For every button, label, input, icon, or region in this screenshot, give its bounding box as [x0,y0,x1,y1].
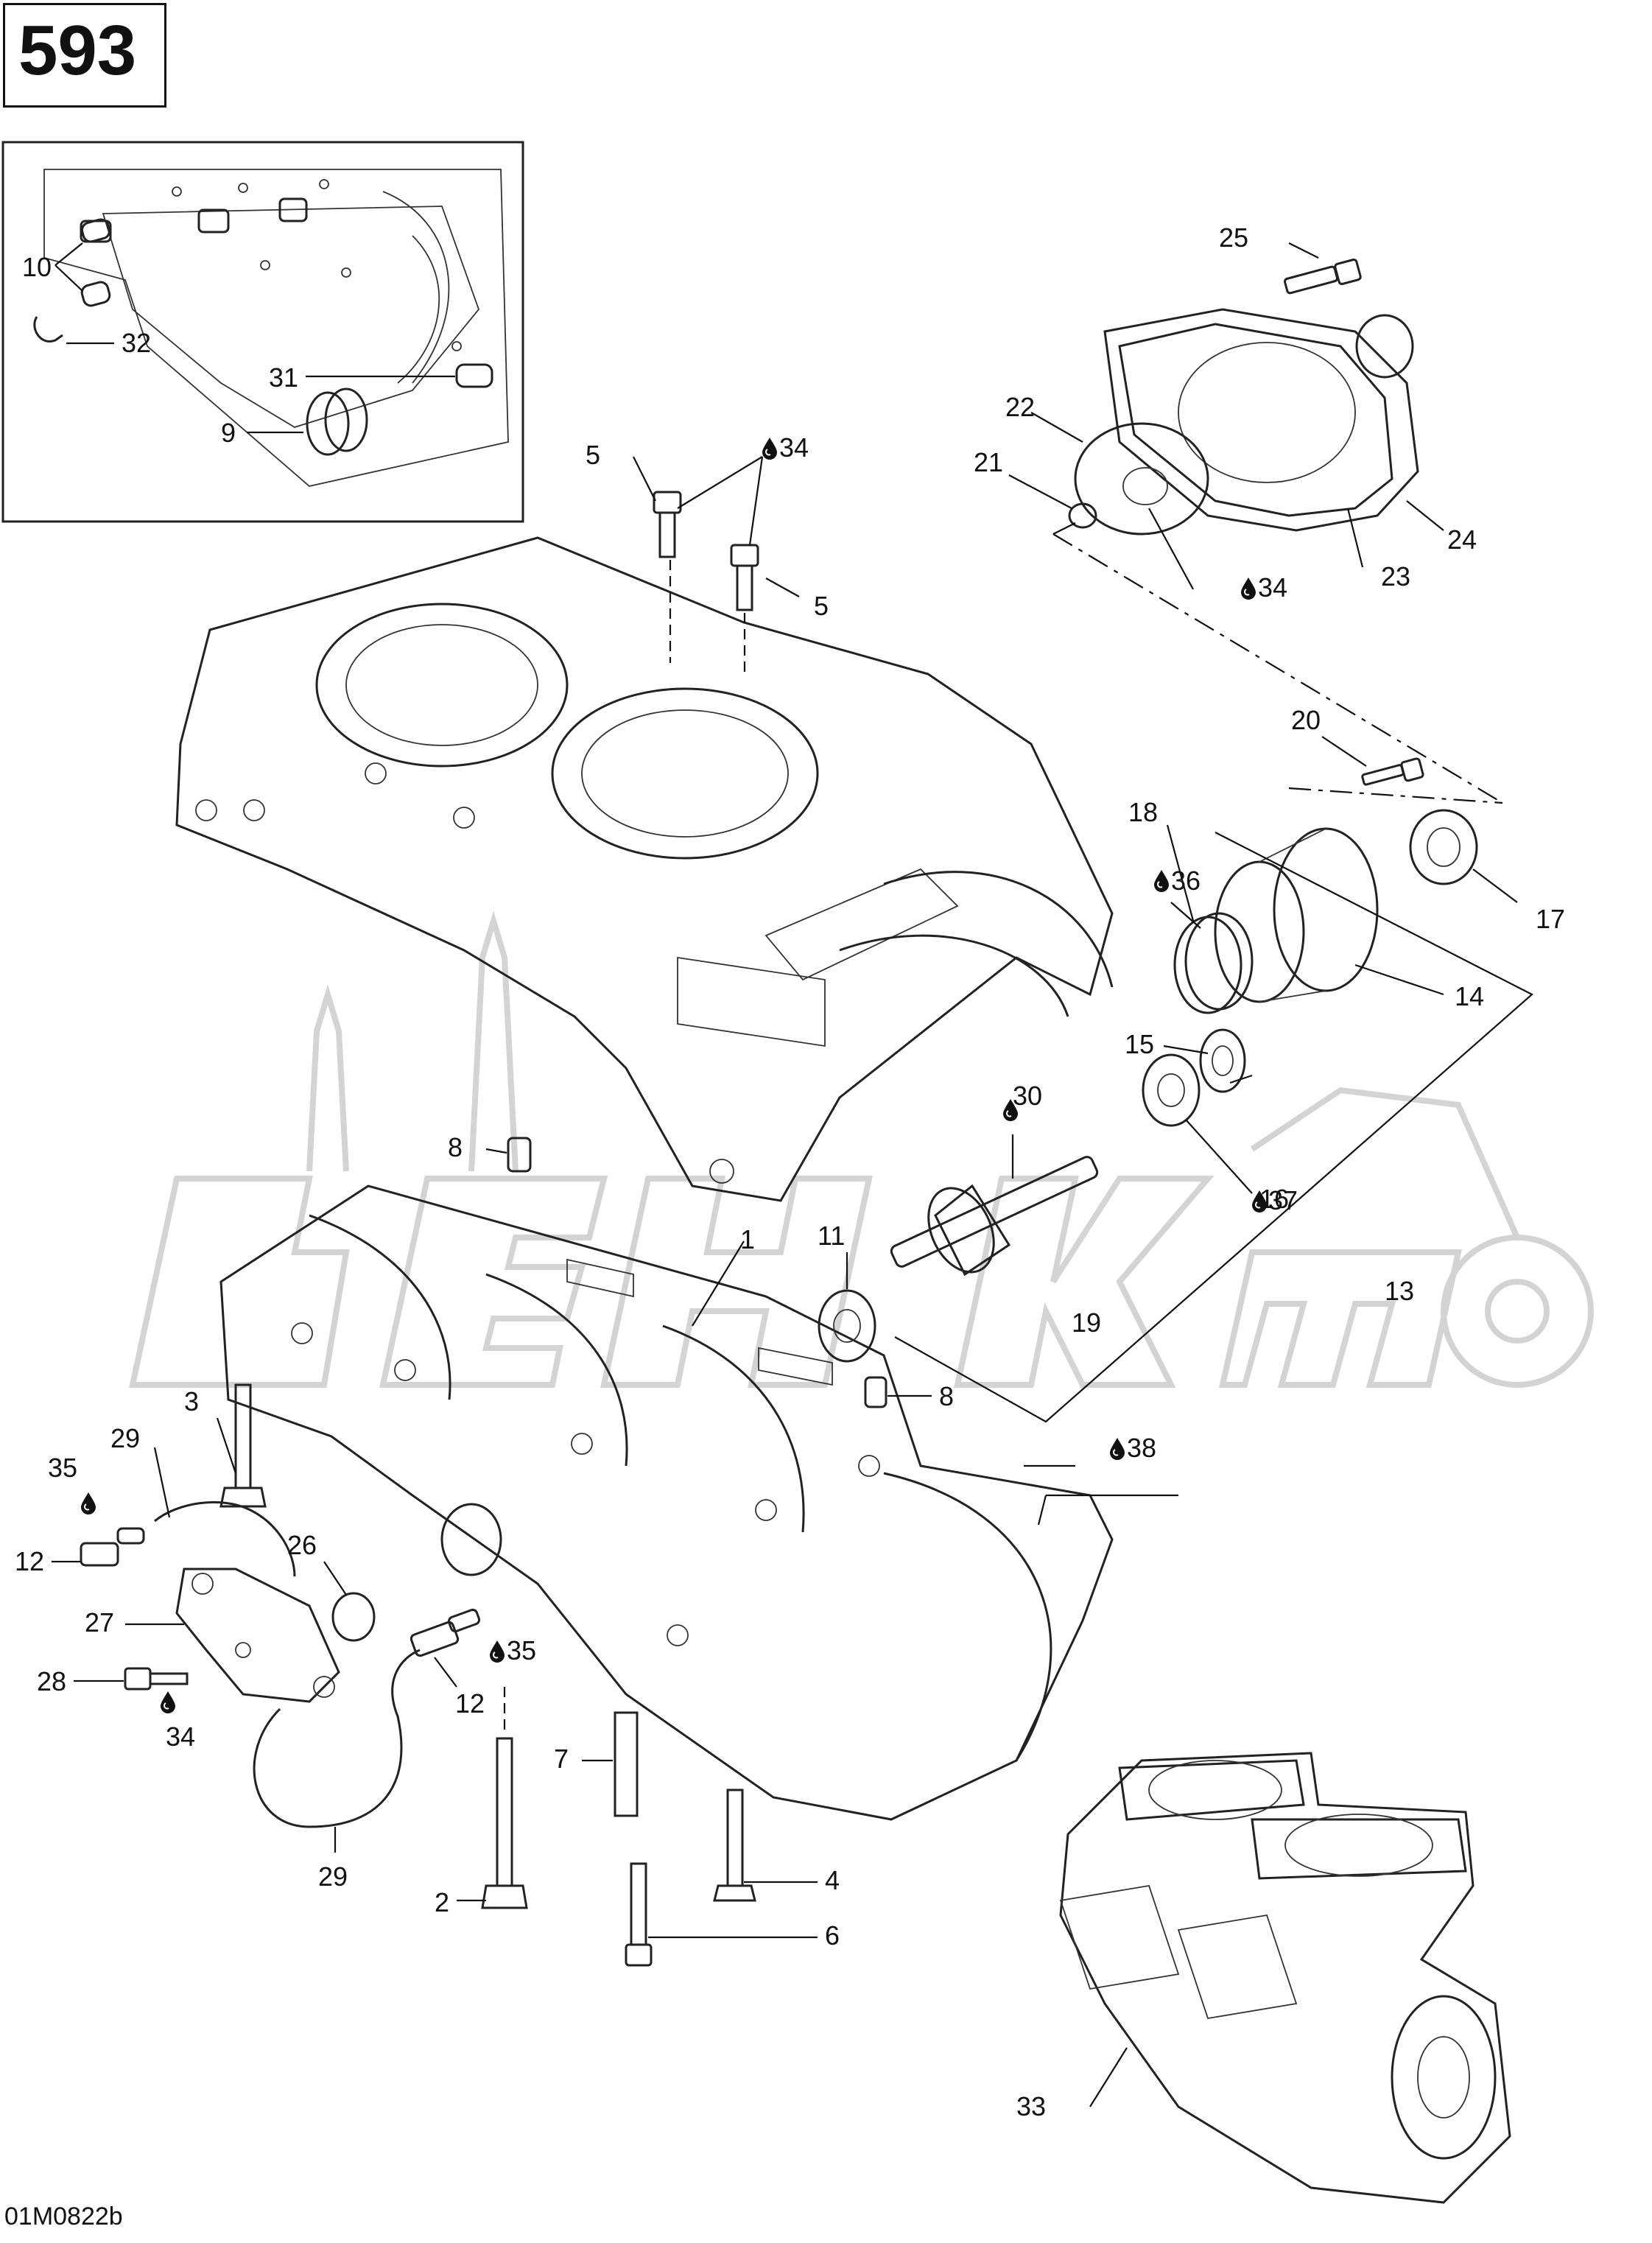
callout-25: 25 [1219,222,1248,253]
callout-23: 23 [1381,561,1410,592]
oil-pump-assembly [175,1568,340,1703]
part-3-bolt [219,1383,267,1508]
part-14-bearing-housing [1214,827,1379,1003]
callout-35b: 35 [507,1635,536,1665]
callout-12: 12 [15,1546,44,1576]
drop-icon [1153,869,1170,893]
part-4-bolt [713,1789,756,1902]
callout-34c: 34 [166,1721,195,1752]
callout-10: 10 [22,252,52,282]
callout-18: 18 [1128,797,1158,827]
callout-34b: 34 [1258,572,1287,603]
callout-12b: 12 [455,1688,485,1719]
callout-8b: 8 [939,1381,954,1411]
upper-reed-window [765,868,959,981]
callout-8: 8 [448,1132,463,1162]
callout-21: 21 [974,447,1003,477]
callout-32: 32 [122,328,151,358]
part-16-bearing [1142,1053,1201,1127]
drop-icon [1109,1437,1125,1461]
water-pump-housing [1103,308,1419,532]
part-5-bolt-b [730,544,759,611]
drop-icon [762,437,778,460]
callout-31: 31 [269,362,298,393]
part-22-impeller [1074,422,1209,536]
callout-35: 35 [48,1453,77,1483]
callout-30: 30 [1013,1081,1042,1111]
part-2-bolt [481,1737,528,1909]
callout-22: 22 [1005,392,1035,422]
callout-26: 26 [287,1530,317,1560]
callout-17: 17 [1536,904,1565,934]
lower-crankcase-port [440,1503,502,1576]
callout-6: 6 [825,1920,840,1951]
part-28-bolt [124,1667,189,1691]
callout-15: 15 [1125,1029,1154,1059]
part-6-bolt [625,1862,653,1967]
part-26-o-ring [331,1592,376,1642]
document-id: 01M0822b [4,2202,123,2230]
callout-labels: 1 2 3 4 5 5 6 7 8 8 9 10 11 12 12 13 14 … [15,222,1565,2121]
callout-36: 36 [1171,866,1201,896]
callout-34: 34 [779,432,809,463]
part-5-bolt-a [653,491,682,558]
drop-icon [80,1492,96,1515]
part-12-fitting-left [80,1527,145,1567]
part-8-dowel-upper [507,1137,532,1173]
part-7-stud [614,1711,639,1817]
part-10-caps [80,218,111,307]
part-29-hose-lower [253,1649,421,1828]
callout-19: 19 [1072,1307,1101,1338]
callout-5b: 5 [814,591,829,621]
callout-11: 11 [818,1221,845,1251]
callout-24: 24 [1447,524,1477,555]
inset-fuel-rail-detail [43,169,509,487]
callout-14: 14 [1455,981,1484,1011]
callout-16: 16 [1259,1184,1289,1214]
part-29-hose-upper [154,1500,296,1577]
drop-icon [489,1640,505,1663]
part-31-cap [455,363,493,388]
part-18-ring [1173,912,1254,1014]
inset-nozzle-b [197,208,230,234]
part-21-washer [1068,502,1097,529]
page-code: 593 [18,11,137,90]
part-32-clip [33,316,63,343]
callout-1: 1 [740,1224,755,1254]
callout-20: 20 [1291,705,1321,735]
page-code-box: 593 [3,3,166,108]
part-13-shaft [890,1156,1099,1277]
upper-crankcase [175,536,1114,1202]
callout-33: 33 [1016,2091,1046,2121]
callout-5: 5 [586,440,600,470]
callout-3: 3 [184,1386,199,1417]
watermark [129,910,1594,1388]
callout-9: 9 [221,418,236,448]
callout-4: 4 [825,1865,840,1895]
callout-2: 2 [435,1887,449,1917]
part-12-fitting-right [410,1608,481,1657]
inset-nozzle-c [278,197,308,222]
part-17-seal [1409,809,1478,885]
part-15-seal [1199,1028,1246,1093]
callout-29: 29 [110,1423,140,1453]
part-8-dowel-lower [864,1376,887,1408]
part-33-engine-assembly [1059,1752,1511,2204]
callout-28: 28 [37,1666,66,1696]
part-9-grommet [306,387,368,456]
callout-29b: 29 [318,1861,348,1892]
part-11-bearing [818,1289,876,1363]
callout-7: 7 [554,1744,569,1774]
part-25-bolt [1284,258,1362,295]
callout-37: 37 [1268,1185,1298,1215]
part-20-screw [1361,757,1424,786]
callout-38: 38 [1127,1433,1156,1463]
callout-13: 13 [1385,1276,1414,1306]
inset-frame [1,141,524,523]
drop-icon [160,1691,176,1714]
drop-icon [1240,577,1256,600]
lower-crankcase [219,1184,1114,1821]
callout-27: 27 [85,1607,114,1638]
